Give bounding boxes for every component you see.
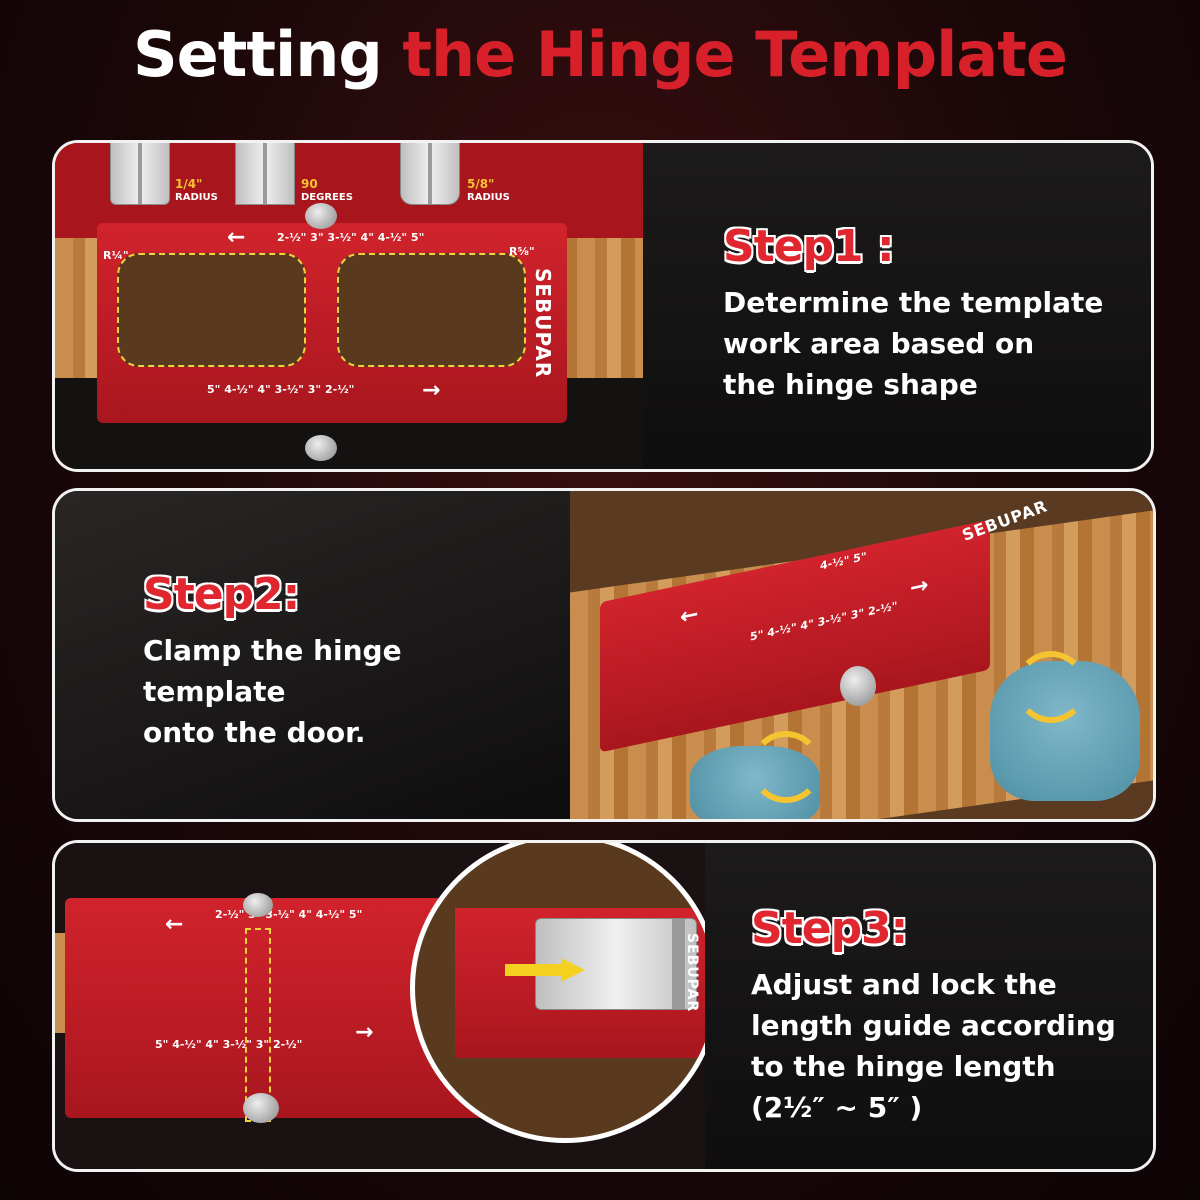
template-window-left	[117, 253, 306, 367]
title-part1: Setting	[133, 18, 383, 91]
arrow-right-icon: →	[910, 572, 929, 602]
zoom-detail-circle: SEBUPAR	[410, 843, 720, 1143]
template-window-right	[337, 253, 526, 367]
step3-heading: Step3:	[751, 903, 908, 954]
step1-heading: Step1 :	[723, 221, 895, 272]
step2-heading: Step2:	[143, 569, 300, 620]
page-title: Setting the Hinge Template	[0, 18, 1200, 91]
step2-panel: Step2: Clamp the hinge template onto the…	[52, 488, 1156, 822]
arrow-right-icon: →	[422, 378, 441, 403]
step2-photo: 5" 4-½" 4" 3-½" 3" 2-½" 4-½" 5" ← → SEBU…	[570, 491, 1153, 819]
corner-label-left: R¼"	[103, 249, 129, 262]
hinge-label-3: 5/8"RADIUS	[467, 177, 510, 203]
hinge-label-1: 1/4"RADIUS	[175, 177, 218, 203]
ruler-bottom: 5" 4-½" 4" 3-½" 3" 2-½"	[750, 599, 898, 644]
rotate-arrow-icon	[1015, 651, 1087, 723]
hinge-image-five-eighths-radius	[400, 143, 460, 205]
ruler-top: 4-½" 5"	[820, 549, 867, 573]
arrow-left-icon: ←	[680, 601, 699, 631]
step3-line-2: length guide according	[751, 1009, 1116, 1042]
step2-line-3: onto the door.	[143, 716, 366, 749]
hinge-image-quarter-radius	[110, 143, 170, 205]
adjust-knob-icon	[840, 666, 876, 706]
step3-line-4: (2½″ ~ 5″ )	[751, 1091, 923, 1124]
step1-line-2: work area based on	[723, 327, 1035, 360]
adjust-knob-bottom-icon	[305, 435, 337, 461]
step1-text: Step1 : Determine the template work area…	[723, 221, 1103, 405]
step3-panel: 2-½" 3" 3-½" 4" 4-½" 5" 5" 4-½" 4" 3-½" …	[52, 840, 1156, 1172]
step3-photo: 2-½" 3" 3-½" 4" 4-½" 5" 5" 4-½" 4" 3-½" …	[55, 843, 720, 1169]
step1-line-3: the hinge shape	[723, 368, 978, 401]
rotate-arrow-icon-2	[750, 731, 822, 803]
step3-text: Step3: Adjust and lock the length guide …	[751, 903, 1116, 1128]
brand-logo: SEBUPAR	[684, 933, 700, 1013]
hinge-template-jig: 2-½" 3" 3-½" 4" 4-½" 5" 5" 4-½" 4" 3-½" …	[97, 223, 567, 423]
step2-text: Step2: Clamp the hinge template onto the…	[143, 569, 402, 753]
ruler-bottom: 5" 4-½" 4" 3-½" 3" 2-½"	[155, 1038, 303, 1051]
arrow-left-icon: ←	[165, 912, 184, 937]
ruler-top: 2-½" 3" 3-½" 4" 4-½" 5"	[277, 231, 425, 244]
adjust-knob-top-icon	[305, 203, 337, 229]
step3-line-3: to the hinge length	[751, 1050, 1056, 1083]
ruler-bottom: 5" 4-½" 4" 3-½" 3" 2-½"	[207, 383, 355, 396]
arrow-left-icon: ←	[227, 225, 246, 250]
step3-line-1: Adjust and lock the	[751, 968, 1057, 1001]
corner-label-right: R⅝"	[509, 245, 535, 258]
step2-line-2: template	[143, 675, 286, 708]
title-part2: the Hinge Template	[402, 18, 1068, 91]
adjust-knob-bottom-icon	[243, 1093, 279, 1123]
arrow-right-icon: →	[355, 1020, 374, 1045]
step1-line-1: Determine the template	[723, 286, 1104, 319]
step2-line-1: Clamp the hinge	[143, 634, 402, 667]
hinge-image-90-degrees	[235, 143, 295, 205]
brand-logo: SEBUPAR	[531, 268, 555, 379]
adjust-knob-top-icon	[243, 893, 273, 917]
ruler-top: 2-½" 3" 3-½" 4" 4-½" 5"	[215, 908, 363, 921]
